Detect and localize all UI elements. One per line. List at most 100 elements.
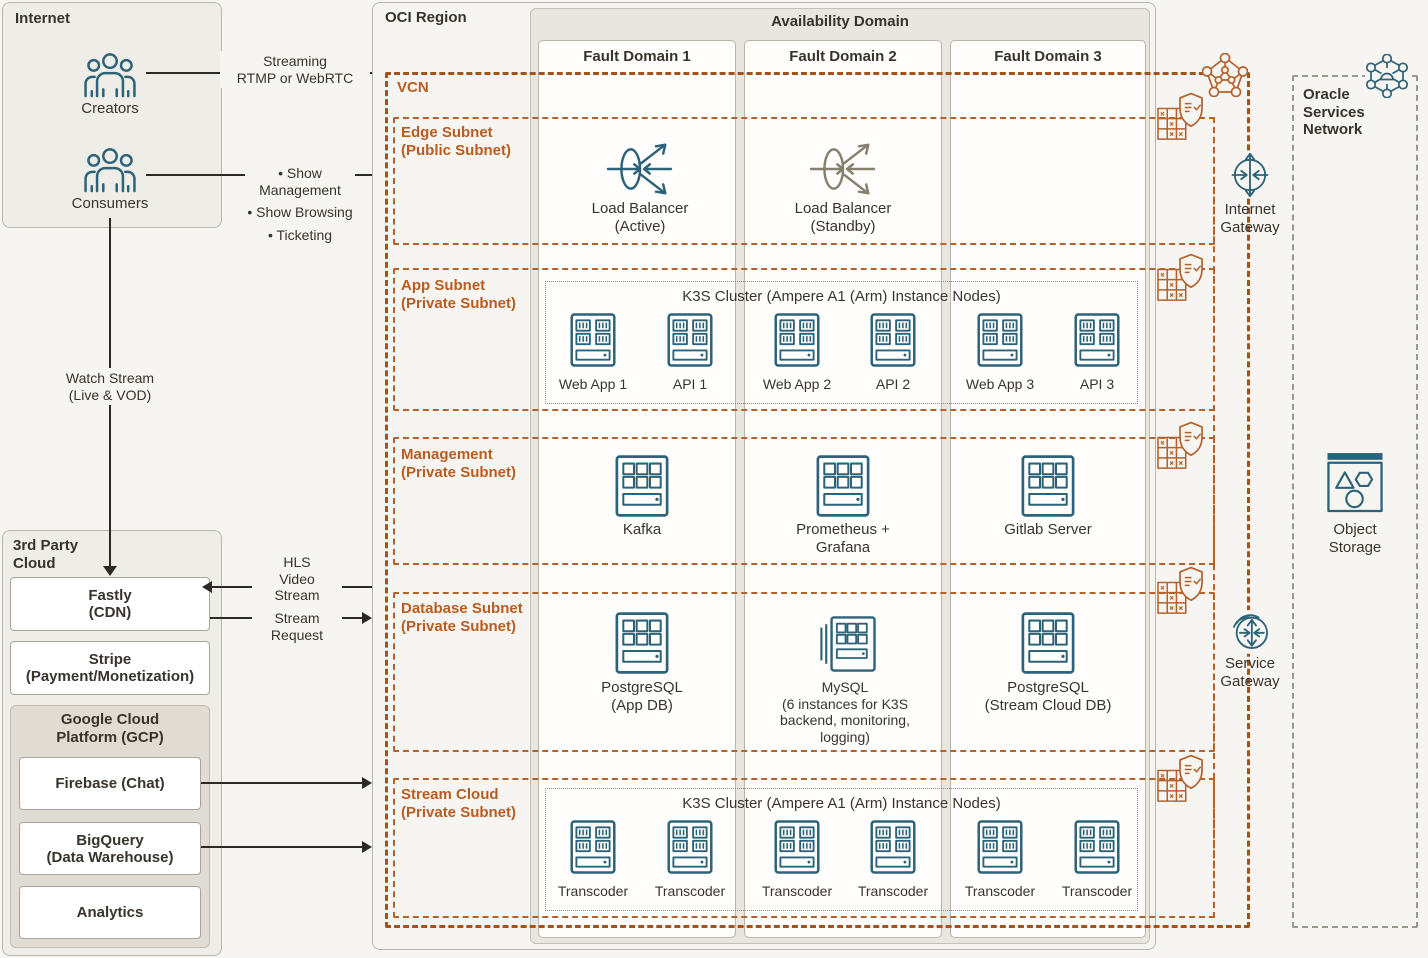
subnet-management-label: Management(Private Subnet) — [401, 446, 517, 481]
bigquery-box: BigQuery(Data Warehouse) — [19, 822, 201, 875]
node-label: Transcoder — [1061, 883, 1133, 899]
bullet-item: • Show Browsing — [247, 204, 353, 221]
fault-domain-3-title: Fault Domain 3 — [994, 48, 1102, 65]
subnet-edge-label: Edge Subnet(Public Subnet) — [401, 124, 511, 159]
analytics-box: Analytics — [19, 886, 201, 939]
fault-domain-2-title: Fault Domain 2 — [789, 48, 897, 65]
node-label: API 3 — [1079, 376, 1115, 392]
subnet-app — [393, 268, 1215, 411]
consumers-label: Consumers — [71, 195, 149, 212]
security-list-icon — [1157, 253, 1203, 307]
k3s-cluster-stream-title: K3S Cluster (Ampere A1 (Arm) Instance No… — [682, 795, 1001, 812]
transcoder-node-icon — [667, 820, 713, 874]
load-balancer-active-icon — [607, 140, 673, 198]
firebase-line — [201, 782, 363, 784]
fastly-box: Fastly(CDN) — [10, 577, 210, 631]
availability-domain-title: Availability Domain — [771, 13, 909, 30]
postgresql-app-icon — [615, 612, 669, 674]
subnet-app-label: App Subnet(Private Subnet) — [401, 277, 517, 312]
gitlab-compute-icon — [1021, 455, 1075, 517]
internet-box: Internet — [2, 2, 222, 228]
transcoder-node-icon — [870, 820, 916, 874]
server-node-icon — [570, 313, 616, 367]
bullet-item: • Show Management — [259, 165, 341, 198]
security-list-icon — [1157, 566, 1203, 620]
transcoder-node-icon — [977, 820, 1023, 874]
bigquery-arrowhead — [362, 841, 372, 853]
prometheus-grafana-compute-icon — [816, 455, 870, 517]
server-node-icon — [667, 313, 713, 367]
security-list-icon — [1157, 421, 1203, 475]
node-label: API 1 — [672, 376, 708, 392]
subnet-management — [393, 437, 1215, 565]
vcn-label: VCN — [397, 79, 429, 96]
internet-title: Internet — [15, 10, 71, 27]
postgresql-stream-label: PostgreSQL(Stream Cloud DB) — [984, 679, 1112, 714]
subnet-edge — [393, 117, 1215, 245]
consumer-actions-label: • Show Management • Show Browsing • Tick… — [245, 163, 355, 246]
internet-gateway-icon — [1227, 152, 1273, 198]
load-balancer-active-label: Load Balancer(Active) — [591, 200, 689, 235]
watch-stream-label: Watch Stream(Live & VOD) — [40, 368, 180, 406]
watch-stream-arrowhead — [103, 566, 117, 576]
subnet-stream-label: Stream Cloud(Private Subnet) — [401, 786, 517, 821]
prometheus-grafana-label: Prometheus +Grafana — [796, 521, 890, 556]
mysql-label: MySQL(6 instances for K3S backend, monit… — [780, 679, 910, 745]
kafka-label: Kafka — [622, 521, 662, 538]
postgresql-app-label: PostgreSQL(App DB) — [601, 679, 683, 714]
node-label: Transcoder — [654, 883, 726, 899]
creators-users-icon — [83, 52, 137, 98]
bigquery-line — [201, 846, 363, 848]
node-label: Transcoder — [557, 883, 629, 899]
kafka-compute-icon — [615, 455, 669, 517]
fault-domain-1-title: Fault Domain 1 — [583, 48, 691, 65]
node-label: Web App 1 — [558, 376, 628, 392]
oci-region-title: OCI Region — [385, 9, 467, 26]
load-balancer-standby-label: Load Balancer(Standby) — [794, 200, 892, 235]
load-balancer-standby-icon — [810, 140, 876, 198]
k3s-cluster-app-title: K3S Cluster (Ampere A1 (Arm) Instance No… — [682, 288, 1001, 305]
firebase-arrowhead — [362, 777, 372, 789]
server-node-icon — [774, 313, 820, 367]
node-label: API 2 — [875, 376, 911, 392]
subnet-database — [393, 592, 1215, 752]
stripe-box: Stripe(Payment/Monetization) — [10, 641, 210, 695]
node-label: Transcoder — [964, 883, 1036, 899]
hls-stream-arrowhead — [202, 581, 212, 593]
creators-label: Creators — [81, 100, 139, 117]
gitlab-label: Gitlab Server — [1004, 521, 1092, 538]
node-label: Transcoder — [761, 883, 833, 899]
osn-network-icon — [1364, 54, 1410, 98]
k3s-cluster-app-box — [545, 281, 1138, 404]
consumers-users-icon — [83, 147, 137, 193]
k3s-cluster-stream-box — [545, 788, 1138, 911]
node-label: Transcoder — [857, 883, 929, 899]
subnet-database-label: Database Subnet(Private Subnet) — [401, 600, 523, 635]
security-list-icon — [1157, 754, 1203, 808]
bullet-item: • Ticketing — [267, 226, 333, 243]
server-node-icon — [1074, 313, 1120, 367]
security-list-icon — [1157, 92, 1203, 146]
node-label: Web App 2 — [762, 376, 832, 392]
vcn-network-icon — [1202, 53, 1248, 97]
firebase-box: Firebase (Chat) — [19, 757, 201, 810]
transcoder-node-icon — [1074, 820, 1120, 874]
stream-request-arrowhead — [362, 612, 372, 624]
subnet-stream — [393, 778, 1215, 918]
oracle-services-network-box — [1292, 75, 1418, 928]
transcoder-node-icon — [774, 820, 820, 874]
mysql-stacked-icon — [818, 616, 876, 672]
server-node-icon — [977, 313, 1023, 367]
node-label: Web App 3 — [965, 376, 1035, 392]
object-storage-icon — [1327, 452, 1383, 514]
